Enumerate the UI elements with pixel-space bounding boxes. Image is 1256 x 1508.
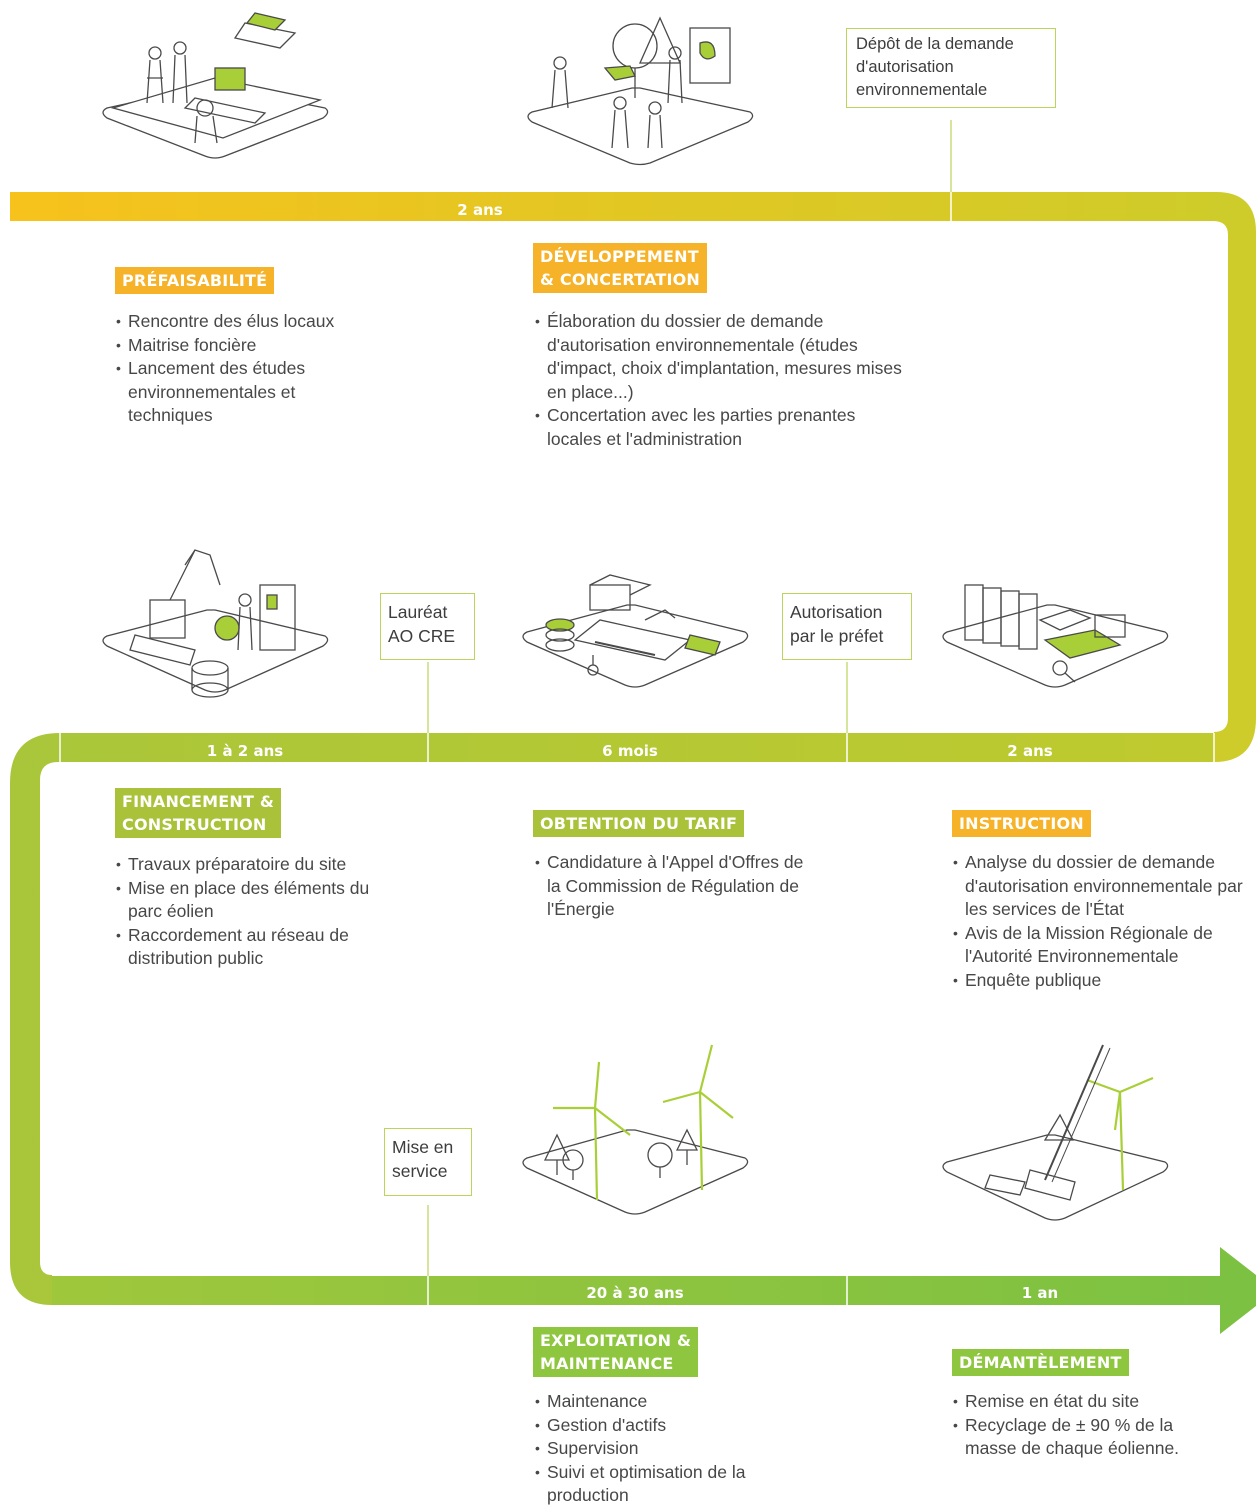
duration-instruction: 2 ans bbox=[1007, 742, 1053, 760]
band-bottom-arrow bbox=[52, 1247, 1256, 1334]
list-developpement: Élaboration du dossier de demande d'auto… bbox=[535, 310, 907, 451]
office-meeting-icon bbox=[102, 12, 329, 159]
list-item: Gestion d'actifs bbox=[535, 1414, 765, 1438]
list-item: Supervision bbox=[535, 1437, 765, 1461]
list-instruction: Analyse du dossier de demande d'autorisa… bbox=[953, 851, 1256, 992]
list-item: Recyclage de ± 90 % de la masse de chaqu… bbox=[953, 1414, 1223, 1461]
construction-excavator-icon bbox=[102, 549, 329, 698]
badge-financement: FINANCEMENT &CONSTRUCTION bbox=[115, 788, 281, 838]
list-item: Mise en place des éléments du parc éolie… bbox=[116, 877, 406, 924]
duration-demantelement: 1 an bbox=[1021, 1284, 1059, 1302]
badge-developpement: DÉVELOPPEMENT& CONCERTATION bbox=[533, 243, 708, 293]
badge-instruction: INSTRUCTION bbox=[952, 810, 1091, 837]
list-item: Maitrise foncière bbox=[116, 334, 406, 358]
tariff-documents-icon bbox=[522, 574, 749, 688]
list-financement: Travaux préparatoire du site Mise en pla… bbox=[116, 853, 406, 971]
duration-prefaisabilite: 2 ans bbox=[457, 201, 503, 219]
duration-tarif: 6 mois bbox=[602, 742, 658, 760]
badge-prefaisabilite: PRÉFAISABILITÉ bbox=[115, 267, 275, 294]
list-item: Maintenance bbox=[535, 1390, 765, 1414]
duration-financement: 1 à 2 ans bbox=[206, 742, 284, 760]
instruction-binders-icon bbox=[942, 584, 1169, 688]
list-item: Avis de la Mission Régionale de l'Autori… bbox=[953, 922, 1256, 969]
duration-exploitation: 20 à 30 ans bbox=[586, 1284, 684, 1302]
wind-farm-icon bbox=[522, 1044, 749, 1215]
badge-tarif: OBTENTION DU TARIF bbox=[533, 810, 745, 837]
list-item: Rencontre des élus locaux bbox=[116, 310, 406, 334]
badge-exploitation: EXPLOITATION &MAINTENANCE bbox=[533, 1327, 699, 1377]
list-item: Remise en état du site bbox=[953, 1390, 1223, 1414]
list-exploitation: Maintenance Gestion d'actifs Supervision… bbox=[535, 1390, 765, 1508]
list-item: Raccordement au réseau de distribution p… bbox=[116, 924, 406, 971]
list-item: Analyse du dossier de demande d'autorisa… bbox=[953, 851, 1256, 922]
list-tarif: Candidature à l'Appel d'Offres de la Com… bbox=[535, 851, 805, 922]
list-item: Travaux préparatoire du site bbox=[116, 853, 406, 877]
list-item: Suivi et optimisation de la production bbox=[535, 1461, 765, 1508]
list-item: Élaboration du dossier de demande d'auto… bbox=[535, 310, 907, 404]
list-demantelement: Remise en état du site Recyclage de ± 90… bbox=[953, 1390, 1223, 1461]
list-item: Candidature à l'Appel d'Offres de la Com… bbox=[535, 851, 805, 922]
list-item: Enquête publique bbox=[953, 969, 1256, 993]
dismantling-crane-icon bbox=[942, 1044, 1169, 1221]
field-study-icon bbox=[527, 16, 754, 166]
list-item: Lancement des études environnementales e… bbox=[116, 357, 338, 428]
list-prefaisabilite: Rencontre des élus locaux Maitrise fonci… bbox=[116, 310, 406, 428]
list-item: Concertation avec les parties prenantes … bbox=[535, 404, 907, 451]
badge-demantelement: DÉMANTÈLEMENT bbox=[952, 1349, 1129, 1376]
